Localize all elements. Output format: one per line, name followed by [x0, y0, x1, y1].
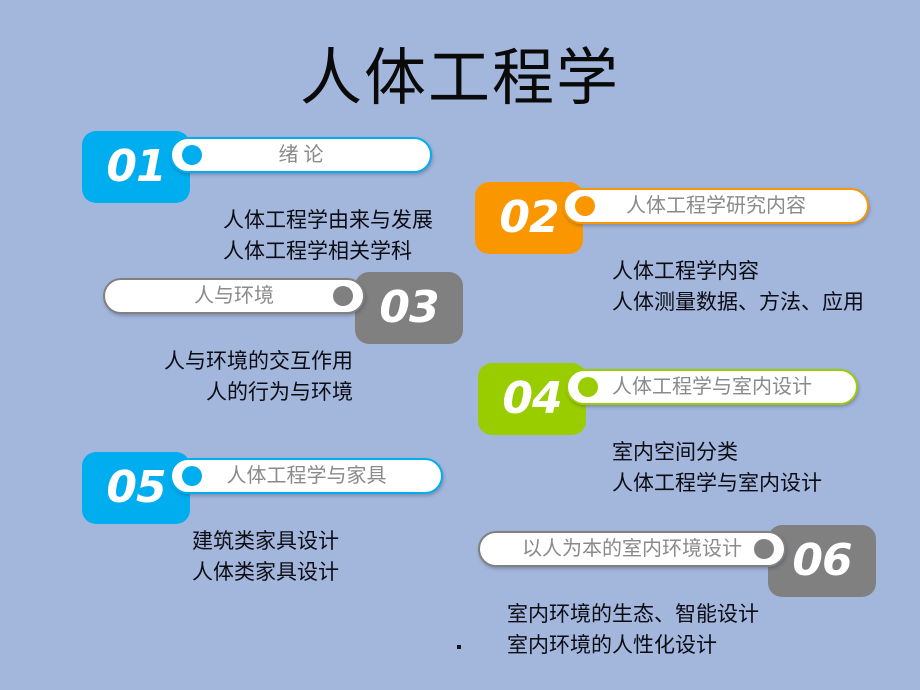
agenda-item-03[interactable]: 03 人与环境 人与环境的交互作用 人的行为与环境 [103, 272, 463, 404]
bullet-dot-icon [182, 466, 202, 486]
number-badge-label: 03 [379, 282, 439, 333]
agenda-item-02[interactable]: 02 人体工程学研究内容 人体工程学内容 人体测量数据、方法、应用 [475, 182, 895, 314]
title-pill-label: 人与环境 [194, 285, 274, 307]
agenda-item-04[interactable]: 04 人体工程学与室内设计 室内空间分类 人体工程学与室内设计 [478, 363, 868, 495]
agenda-sublines-06: 室内环境的生态、智能设计 室内环境的人性化设计 [507, 599, 759, 661]
title-pill-05[interactable]: 人体工程学与家具 [170, 458, 443, 494]
number-badge-label: 05 [106, 462, 166, 513]
subline: 建筑类家具设计 [192, 529, 339, 553]
agenda-item-row: 04 人体工程学与室内设计 [478, 363, 868, 435]
title-pill-06[interactable]: 以人为本的室内环境设计 [478, 531, 786, 567]
agenda-item-row: 01 绪 论 [82, 131, 442, 203]
bullet-dot-icon [333, 286, 353, 306]
number-badge-label: 02 [499, 192, 559, 243]
title-pill-label: 人体工程学与家具 [226, 465, 387, 487]
agenda-sublines-01: 人体工程学由来与发展 人体工程学相关学科 [223, 205, 433, 267]
bullet-dot-icon [182, 145, 202, 165]
number-badge-06: 06 [768, 525, 876, 597]
title-pill-label: 以人为本的室内环境设计 [522, 538, 742, 560]
subline: 人的行为与环境 [206, 380, 353, 404]
subline: 室内环境的生态、智能设计 [507, 602, 759, 626]
number-badge-03: 03 [355, 272, 463, 344]
subline: 人体测量数据、方法、应用 [612, 290, 864, 314]
agenda-sublines-02: 人体工程学内容 人体测量数据、方法、应用 [612, 256, 864, 318]
number-badge-01: 01 [82, 131, 190, 203]
subline: 人体类家具设计 [192, 560, 339, 584]
agenda-item-01[interactable]: 01 绪 论 人体工程学由来与发展 人体工程学相关学科 [82, 131, 442, 263]
bullet-dot-icon [754, 539, 774, 559]
agenda-sublines-04: 室内空间分类 人体工程学与室内设计 [612, 437, 822, 499]
subline: 人与环境的交互作用 [164, 349, 353, 373]
title-pill-04[interactable]: 人体工程学与室内设计 [566, 369, 858, 405]
bullet-dot-icon [578, 377, 598, 397]
agenda-item-row: 02 人体工程学研究内容 [475, 182, 895, 254]
subline: 人体工程学相关学科 [223, 239, 412, 263]
title-pill-01[interactable]: 绪 论 [170, 137, 432, 173]
number-badge-05: 05 [82, 452, 190, 524]
agenda-item-row: 06 以人为本的室内环境设计 [478, 525, 876, 597]
number-badge-04: 04 [478, 363, 586, 435]
subline: 室内空间分类 [612, 440, 738, 464]
agenda-item-06[interactable]: 06 以人为本的室内环境设计 室内环境的生态、智能设计 室内环境的人性化设计 [478, 525, 876, 657]
number-badge-label: 04 [502, 373, 562, 424]
title-pill-label: 绪 论 [278, 144, 324, 166]
number-badge-label: 06 [792, 535, 852, 586]
agenda-sublines-05: 建筑类家具设计 人体类家具设计 [192, 526, 339, 588]
agenda-item-row: 03 人与环境 [103, 272, 463, 344]
bullet-dot-icon [575, 196, 595, 216]
number-badge-label: 01 [106, 141, 166, 192]
bottom-dot-mark [457, 645, 461, 649]
subline: 人体工程学由来与发展 [223, 208, 433, 232]
title-pill-label: 人体工程学与室内设计 [612, 376, 812, 398]
agenda-item-05[interactable]: 05 人体工程学与家具 建筑类家具设计 人体类家具设计 [82, 452, 443, 584]
subline: 人体工程学与室内设计 [612, 471, 822, 495]
subline: 人体工程学内容 [612, 259, 759, 283]
agenda-item-row: 05 人体工程学与家具 [82, 452, 443, 524]
agenda-sublines-03: 人与环境的交互作用 人的行为与环境 [164, 346, 353, 408]
number-badge-02: 02 [475, 182, 583, 254]
title-pill-02[interactable]: 人体工程学研究内容 [563, 188, 869, 224]
title-pill-label: 人体工程学研究内容 [626, 195, 806, 217]
title-pill-03[interactable]: 人与环境 [103, 278, 365, 314]
page-title: 人体工程学 [299, 45, 620, 113]
subline: 室内环境的人性化设计 [507, 633, 717, 657]
